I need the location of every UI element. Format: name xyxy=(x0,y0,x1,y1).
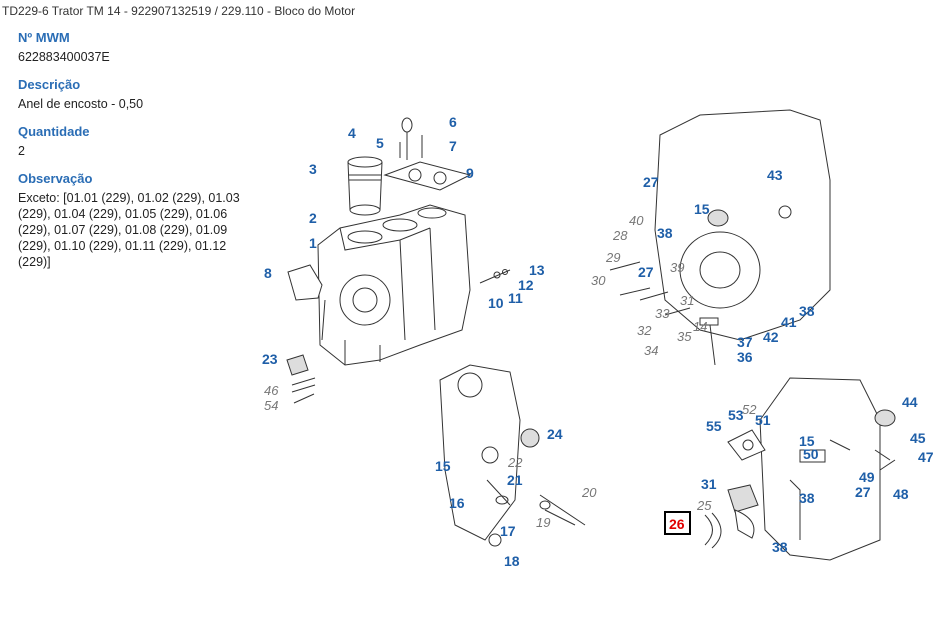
callout-9[interactable]: 9 xyxy=(466,165,474,181)
callout-21[interactable]: 21 xyxy=(507,472,523,488)
callout-38-d[interactable]: 38 xyxy=(772,539,788,555)
label-description: Descrição xyxy=(18,77,81,92)
callout-44[interactable]: 44 xyxy=(902,394,918,410)
callout-4[interactable]: 4 xyxy=(348,125,356,141)
callout-22[interactable]: 22 xyxy=(507,455,523,470)
callout-3[interactable]: 3 xyxy=(309,161,317,177)
rear-housing-drawing xyxy=(609,109,831,366)
breadcrumb-title: TD229-6 Trator TM 14 - 922907132519 / 22… xyxy=(2,4,356,18)
callout-38-c[interactable]: 38 xyxy=(799,490,815,506)
callout-31-bottom[interactable]: 31 xyxy=(701,476,717,492)
callout-27-mid[interactable]: 27 xyxy=(638,264,654,280)
callout-24[interactable]: 24 xyxy=(547,426,563,442)
callout-25[interactable]: 25 xyxy=(696,498,712,513)
label-mwm-number: Nº MWM xyxy=(18,30,70,45)
callout-15-bottom[interactable]: 15 xyxy=(799,433,815,449)
callout-15-top[interactable]: 15 xyxy=(694,201,710,217)
callout-43[interactable]: 43 xyxy=(767,167,783,183)
highlight-box xyxy=(664,511,691,535)
callout-28[interactable]: 28 xyxy=(612,228,628,243)
callout-47[interactable]: 47 xyxy=(918,449,934,465)
value-observation: Exceto: [01.01 (229), 01.02 (229), 01.03… xyxy=(18,191,240,269)
part-details-panel: Nº MWM 622883400037E Descrição Anel de e… xyxy=(18,30,258,282)
callout-55[interactable]: 55 xyxy=(706,418,722,434)
callout-52[interactable]: 52 xyxy=(742,402,757,417)
callout-23[interactable]: 23 xyxy=(262,351,278,367)
callout-2[interactable]: 2 xyxy=(309,210,317,226)
callout-labels: 1 2 3 4 5 6 7 8 9 10 11 12 13 23 46 54 2… xyxy=(262,114,934,569)
callout-49[interactable]: 49 xyxy=(859,469,875,485)
callout-7[interactable]: 7 xyxy=(449,138,457,154)
callout-6[interactable]: 6 xyxy=(449,114,457,130)
label-quantity: Quantidade xyxy=(18,124,90,139)
oil-pump-drawing xyxy=(439,364,586,547)
callout-53[interactable]: 53 xyxy=(728,407,744,423)
value-mwm-number: 622883400037E xyxy=(18,50,110,64)
callout-51[interactable]: 51 xyxy=(755,412,771,428)
callout-32[interactable]: 32 xyxy=(637,323,652,338)
callout-37[interactable]: 37 xyxy=(737,334,753,350)
callout-1[interactable]: 1 xyxy=(309,235,317,251)
callout-12[interactable]: 12 xyxy=(518,277,534,293)
callout-18[interactable]: 18 xyxy=(504,553,520,569)
callout-30[interactable]: 30 xyxy=(591,273,606,288)
callout-48[interactable]: 48 xyxy=(893,486,909,502)
selected-part-callout[interactable]: 26 xyxy=(664,511,691,535)
callout-8[interactable]: 8 xyxy=(264,265,272,281)
callout-46[interactable]: 46 xyxy=(264,383,279,398)
callout-17[interactable]: 17 xyxy=(500,523,516,539)
callout-36[interactable]: 36 xyxy=(737,349,753,365)
callout-34[interactable]: 34 xyxy=(644,343,658,358)
callout-31-top[interactable]: 31 xyxy=(680,293,694,308)
label-observation: Observação xyxy=(18,171,93,186)
callout-29[interactable]: 29 xyxy=(605,250,620,265)
engine-block-drawing xyxy=(286,117,511,404)
crankshaft-housing-drawing xyxy=(704,377,896,561)
callout-26[interactable]: 26 xyxy=(669,516,685,532)
callout-50[interactable]: 50 xyxy=(803,446,819,462)
callout-45[interactable]: 45 xyxy=(910,430,926,446)
callout-42[interactable]: 42 xyxy=(763,329,779,345)
callout-27-top[interactable]: 27 xyxy=(643,174,659,190)
callout-54[interactable]: 54 xyxy=(264,398,278,413)
callout-27-bottom[interactable]: 27 xyxy=(855,484,871,500)
callout-38-b[interactable]: 38 xyxy=(799,303,815,319)
callout-19[interactable]: 19 xyxy=(536,515,550,530)
value-description: Anel de encosto - 0,50 xyxy=(18,97,144,111)
callout-39[interactable]: 39 xyxy=(670,260,684,275)
callout-5[interactable]: 5 xyxy=(376,135,384,151)
callout-14[interactable]: 14 xyxy=(693,319,707,334)
value-quantity: 2 xyxy=(18,144,25,158)
callout-33[interactable]: 33 xyxy=(655,306,670,321)
callout-35[interactable]: 35 xyxy=(677,329,692,344)
callout-15-mid[interactable]: 15 xyxy=(435,458,451,474)
callout-41[interactable]: 41 xyxy=(781,314,797,330)
callout-38-a[interactable]: 38 xyxy=(657,225,673,241)
callout-40[interactable]: 40 xyxy=(629,213,644,228)
callout-20[interactable]: 20 xyxy=(581,485,597,500)
callout-13[interactable]: 13 xyxy=(529,262,545,278)
callout-10[interactable]: 10 xyxy=(488,295,504,311)
callout-16[interactable]: 16 xyxy=(449,495,465,511)
callout-11[interactable]: 11 xyxy=(508,290,523,306)
